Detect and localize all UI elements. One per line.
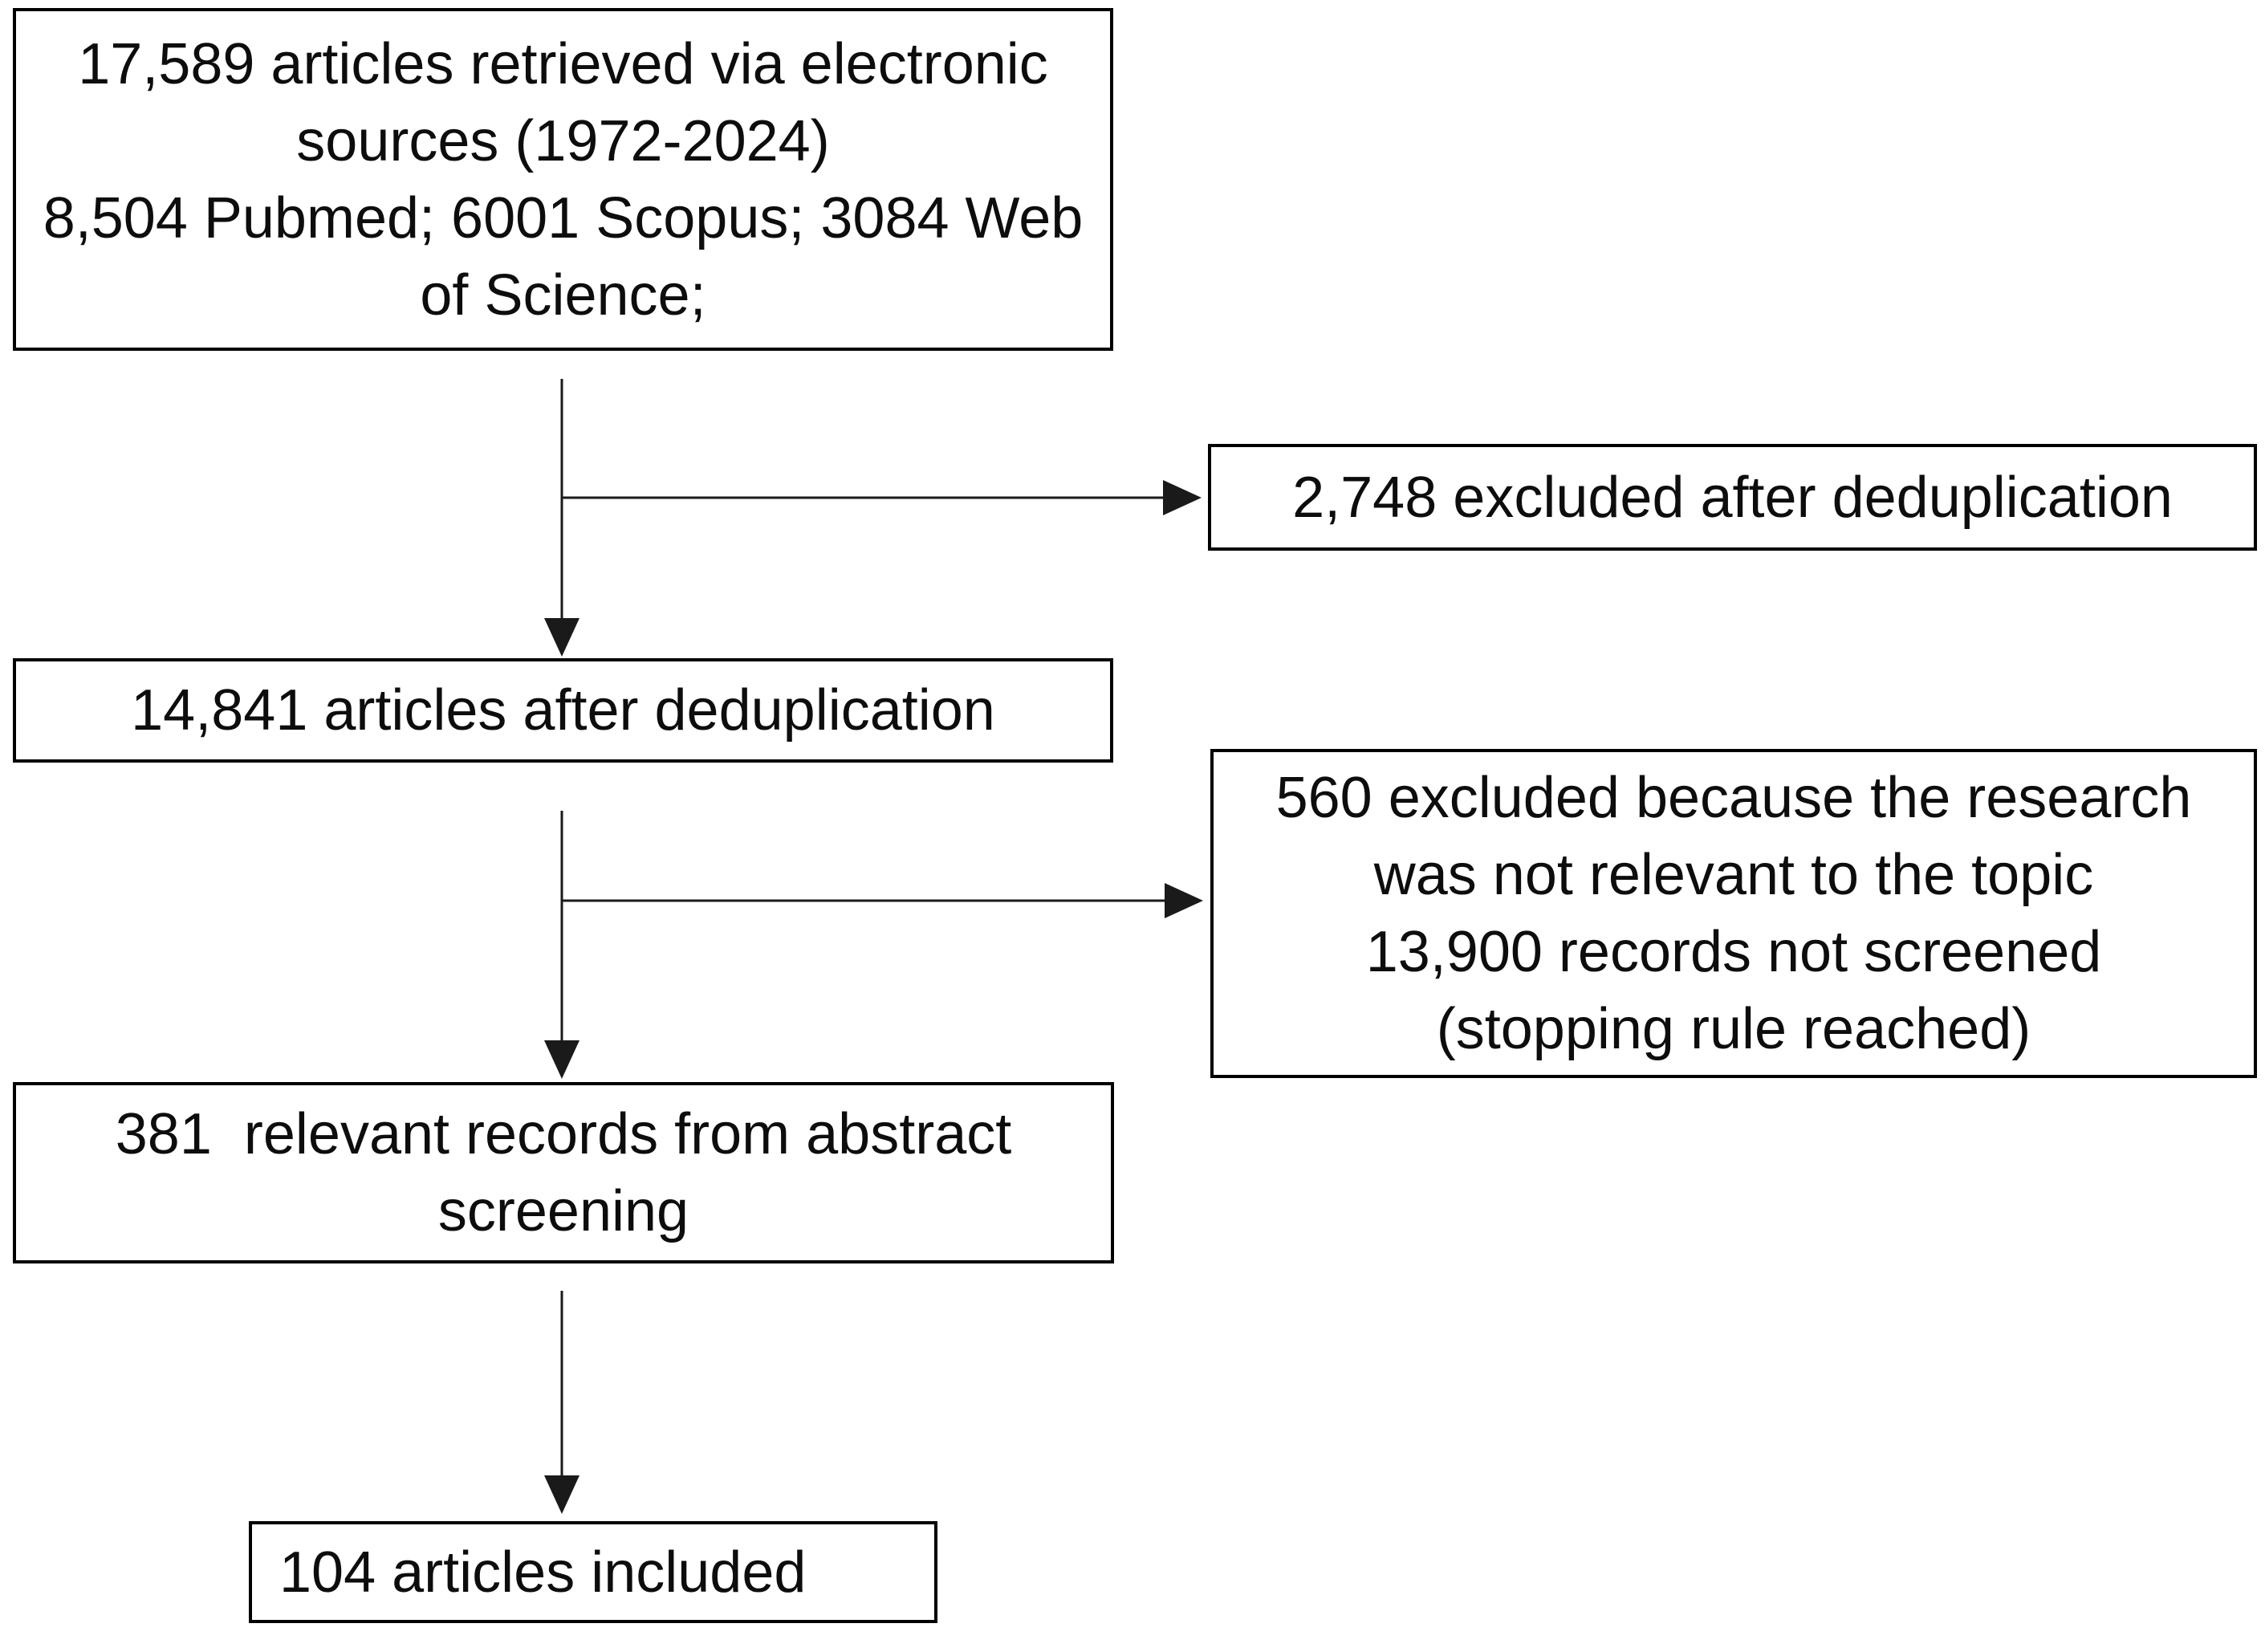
box-text-line: was not relevant to the topic bbox=[1373, 843, 2094, 907]
arrow-after-dedup-to-excluded-relevance bbox=[562, 883, 1203, 918]
box-text-line: 2,748 excluded after deduplication bbox=[1292, 465, 2173, 530]
box-articles-retrieved: 17,589 articles retrieved via electronic… bbox=[13, 8, 1113, 351]
arrow-head-icon bbox=[544, 618, 579, 657]
box-text-line: 560 excluded because the research bbox=[1275, 766, 2192, 830]
box-text-line: of Science; bbox=[420, 262, 706, 328]
arrow-head-icon bbox=[544, 1475, 579, 1514]
arrow-head-icon bbox=[544, 1040, 579, 1079]
box-text-line: 13,900 records not screened bbox=[1365, 920, 2102, 984]
arrow-retrieved-to-excluded-dedup bbox=[562, 480, 1202, 515]
arrow-abstract-screening-to-included bbox=[544, 1291, 579, 1514]
box-text-line: 14,841 articles after deduplication bbox=[131, 678, 995, 743]
box-articles-after-deduplication: 14,841 articles after deduplication bbox=[13, 658, 1113, 763]
box-text-line: sources (1972-2024) bbox=[296, 108, 830, 173]
box-text-line: 381 relevant records from abstract bbox=[115, 1102, 1012, 1166]
box-relevant-records-abstract-screening: 381 relevant records from abstract scree… bbox=[13, 1082, 1114, 1263]
box-excluded-not-relevant: 560 excluded because the research was no… bbox=[1210, 749, 2257, 1078]
box-text-line: (stopping rule reached) bbox=[1436, 997, 2031, 1061]
arrow-head-icon bbox=[1163, 480, 1202, 515]
arrow-retrieved-to-after-dedup bbox=[544, 379, 579, 657]
arrow-after-dedup-to-abstract-screening bbox=[544, 811, 579, 1079]
box-text-line: 104 articles included bbox=[279, 1540, 807, 1605]
box-text-line: 17,589 articles retrieved via electronic bbox=[78, 31, 1048, 96]
box-articles-included: 104 articles included bbox=[249, 1521, 937, 1623]
arrow-head-icon bbox=[1165, 883, 1203, 918]
box-text-line: screening bbox=[437, 1179, 689, 1243]
box-excluded-after-deduplication: 2,748 excluded after deduplication bbox=[1208, 444, 2257, 551]
box-text-line: 8,504 Pubmed; 6001 Scopus; 3084 Web bbox=[43, 185, 1084, 250]
